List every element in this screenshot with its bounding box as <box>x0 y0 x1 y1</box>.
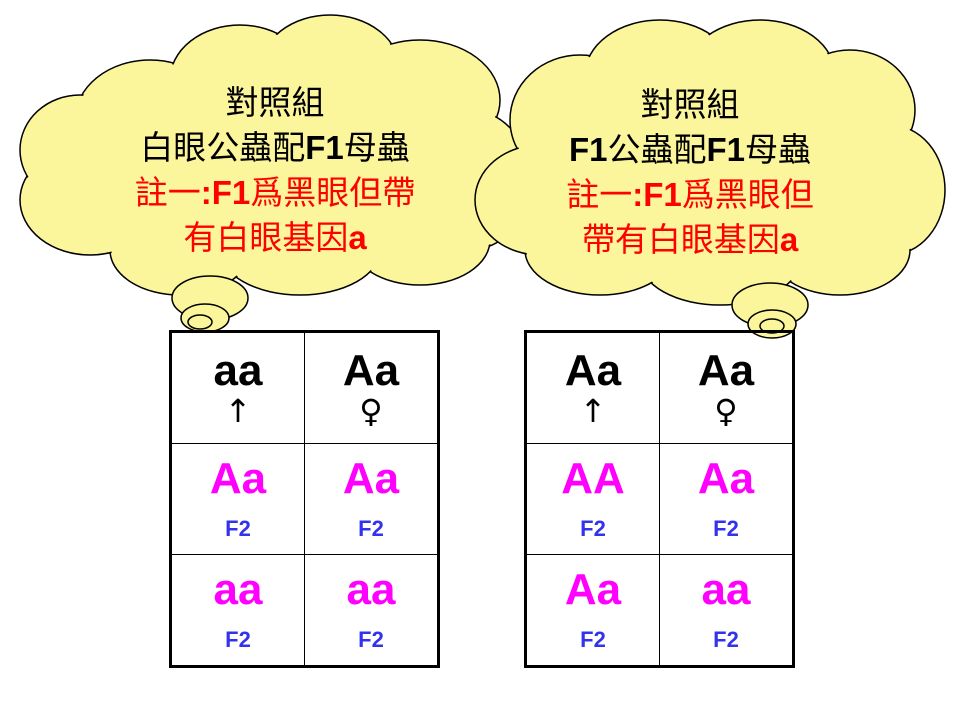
genotype: aa <box>701 565 751 614</box>
right-cloud-note: 註一:F1爲黑眼但帶有白眼基因a <box>480 172 900 262</box>
generation-label: F2 <box>713 627 739 652</box>
text: 爲黑眼但 <box>681 175 814 214</box>
genotype: AA <box>561 454 625 503</box>
female-symbol: ♀ <box>359 392 383 430</box>
text: 母蟲 <box>343 128 410 167</box>
generation-label: F2 <box>580 627 606 652</box>
left-cloud-cross: 白眼公蟲配F1母蟲 <box>60 125 490 170</box>
female-symbol: ♀ <box>714 392 738 430</box>
offspring-cell: AA F2 <box>525 443 660 555</box>
generation-label: F2 <box>580 516 606 541</box>
generation-label: F2 <box>225 627 251 652</box>
genotype: Aa <box>697 454 755 503</box>
text: F1 <box>568 131 608 168</box>
text: 註一 <box>134 173 201 212</box>
text: 公蟲配 <box>607 130 707 169</box>
generation-label: F2 <box>358 627 384 652</box>
right-cloud-text: 對照組 F1公蟲配F1母蟲 註一:F1爲黑眼但帶有白眼基因a <box>480 82 900 262</box>
generation-label: F2 <box>225 516 251 541</box>
text: :F1 <box>632 176 682 213</box>
genotype: Aa <box>342 346 400 395</box>
text: a <box>779 221 799 258</box>
parent-cell: Aa♀ <box>659 331 794 444</box>
cloud-lobe <box>521 71 879 259</box>
genotype: Aa <box>564 565 622 614</box>
text: a <box>348 219 367 256</box>
parent-row: Aa↑ Aa♀ <box>525 331 794 444</box>
left-cloud-text: 對照組 白眼公蟲配F1母蟲 註一:F1爲黑眼但帶有白眼基因a <box>60 80 490 260</box>
genotype: aa <box>346 565 396 614</box>
text: F1 <box>706 131 746 168</box>
text: F1 <box>305 129 344 166</box>
text: 爲黑眼但帶 <box>250 173 416 212</box>
parent-cell: aa↑ <box>170 331 305 444</box>
text: 有白眼基因 <box>183 218 349 257</box>
left-cloud-title: 對照組 <box>225 83 325 122</box>
parent-row: aa↑ Aa♀ <box>170 331 439 444</box>
right-cloud-cross: F1公蟲配F1母蟲 <box>480 127 900 172</box>
cloud-lobe <box>21 96 139 204</box>
generation-label: F2 <box>358 516 384 541</box>
genotype: Aa <box>209 454 267 503</box>
right-thought-cloud <box>474 19 946 339</box>
text: 註一 <box>566 175 633 214</box>
cloud-lobe <box>187 314 213 330</box>
genotype: aa <box>213 565 263 614</box>
text: 白眼公蟲配 <box>140 128 306 167</box>
right-cloud-title: 對照組 <box>640 85 740 124</box>
text: :F1 <box>200 174 251 211</box>
parent-cell: Aa♀ <box>304 331 439 444</box>
genotype: Aa <box>564 346 622 395</box>
text: 母蟲 <box>745 130 812 169</box>
genotype: Aa <box>697 346 755 395</box>
cloud-lobe <box>111 71 449 249</box>
left-cloud-note: 註一:F1爲黑眼但帶有白眼基因a <box>60 170 490 260</box>
text: 帶有白眼基因 <box>581 220 780 259</box>
genotype: Aa <box>342 454 400 503</box>
male-symbol: ↑ <box>579 392 607 430</box>
generation-label: F2 <box>713 516 739 541</box>
male-symbol: ↑ <box>224 392 252 430</box>
genotype: aa <box>213 346 263 395</box>
parent-cell: Aa↑ <box>525 331 660 444</box>
